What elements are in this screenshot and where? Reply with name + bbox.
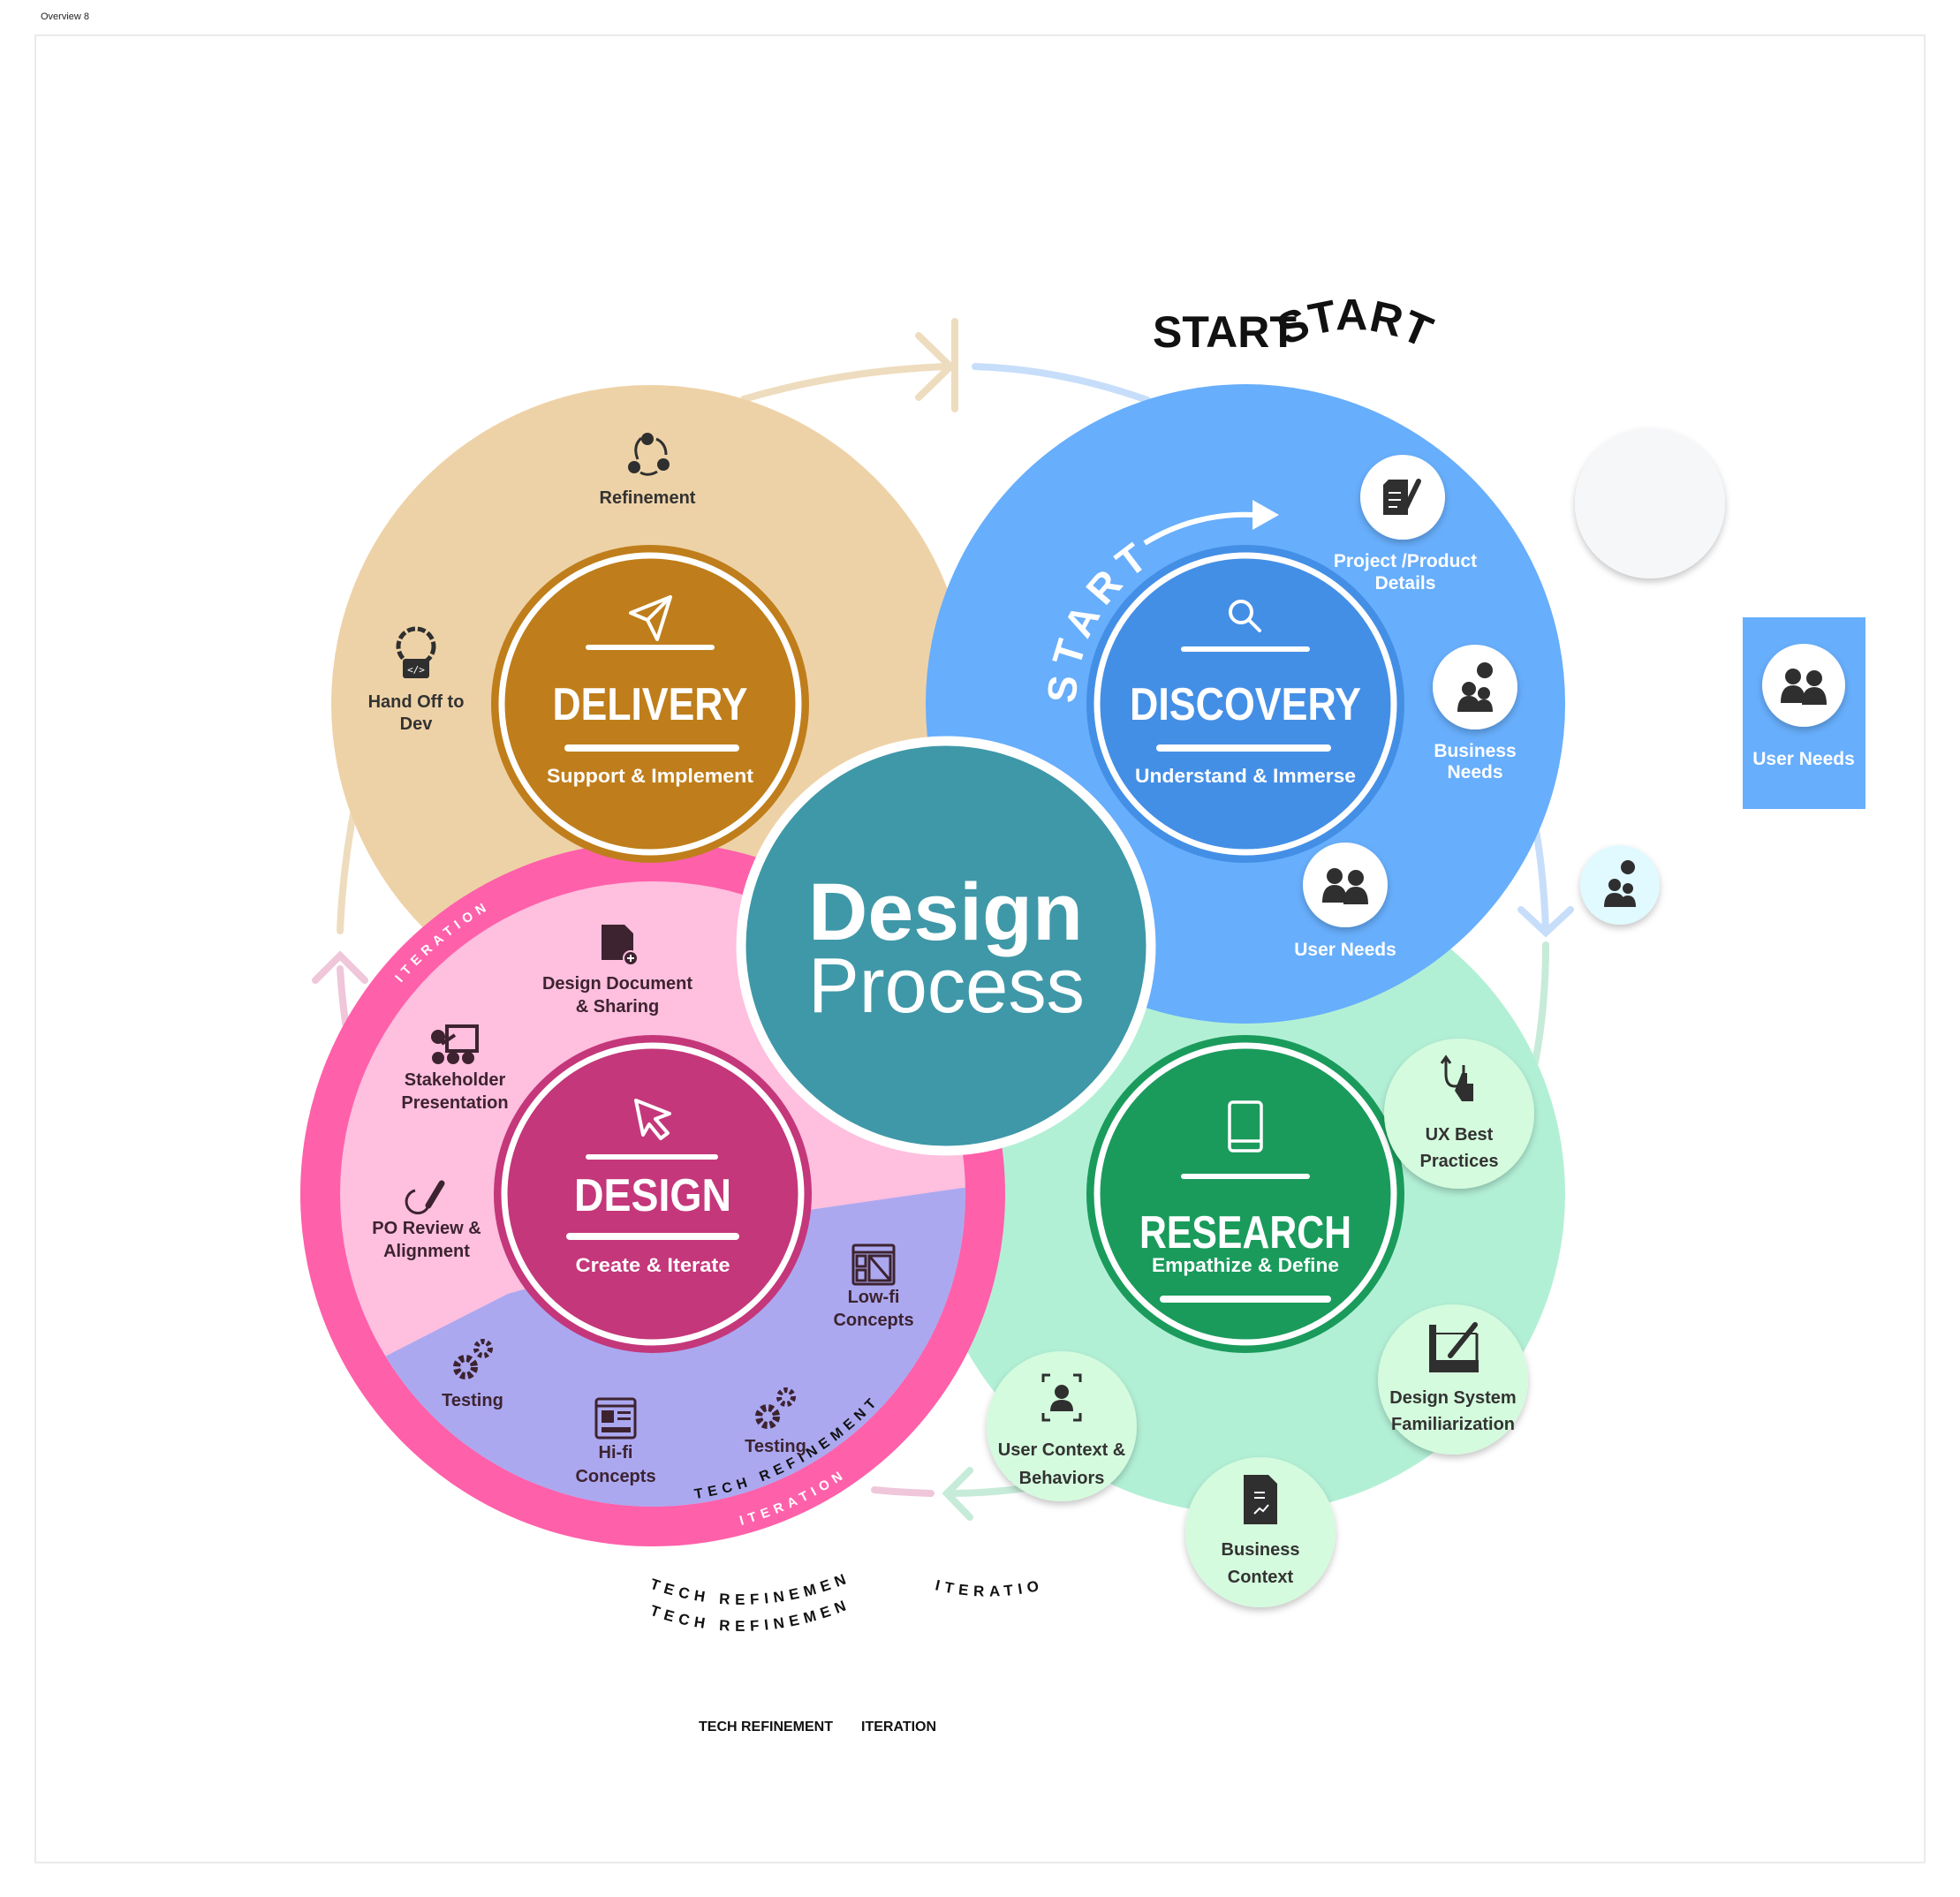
- design-title: DESIGN: [574, 1170, 731, 1221]
- discovery-item-user-needs[interactable]: User Needs: [1294, 843, 1396, 960]
- item-label: Testing: [442, 1391, 503, 1410]
- item-label-line1: Hi-fi: [599, 1443, 633, 1462]
- item-label-line2: Dev: [400, 714, 434, 734]
- item-label-line2: Concepts: [833, 1311, 913, 1330]
- discovery-subtitle: Understand & Immerse: [1135, 765, 1356, 787]
- design-item-hifi[interactable]: Hi-fi Concepts: [575, 1397, 656, 1486]
- research-title: RESEARCH: [1139, 1207, 1351, 1258]
- item-label-line2: Presentation: [401, 1093, 508, 1113]
- item-label-line2: Practices: [1420, 1152, 1499, 1171]
- svg-text:</>: </>: [407, 664, 425, 676]
- research-inner[interactable]: RESEARCH Empathize & Define Empathize & …: [1086, 1035, 1404, 1353]
- design-subtitle: Create & Iterate: [576, 1254, 730, 1276]
- item-label-line2: Familiarization: [1391, 1415, 1515, 1434]
- item-label-line1: Design System: [1389, 1388, 1516, 1408]
- center-title-line1: Design: [808, 867, 1083, 957]
- item-label-line2: Details: [1375, 573, 1436, 593]
- delivery-item-handoff[interactable]: </> Hand Off to Dev: [368, 626, 465, 734]
- floating-people-idea[interactable]: [1580, 845, 1660, 925]
- item-label-line1: Business: [1222, 1540, 1300, 1560]
- design-item-testing-1[interactable]: Testing: [442, 1339, 503, 1410]
- start-arrow-arc: [1143, 511, 1255, 546]
- wireframe-icon: [851, 1243, 896, 1286]
- code-handoff-icon: </>: [396, 626, 436, 678]
- design-item-lofi[interactable]: Low-fi Concepts: [833, 1243, 914, 1330]
- discovery-title: DISCOVERY: [1130, 679, 1361, 730]
- book-icon: [1228, 1100, 1263, 1153]
- research-item-user-context[interactable]: User Context & Behaviors: [987, 1351, 1137, 1501]
- item-label-line2: Concepts: [575, 1467, 655, 1486]
- item-label: Refinement: [600, 488, 696, 508]
- frame-title: Overview 8: [41, 11, 89, 22]
- gears-icon: [453, 1339, 493, 1379]
- pen-review-icon: [405, 1180, 445, 1215]
- refinement-cycle-icon: [628, 433, 670, 476]
- design-item-document-sharing[interactable]: Design Document & Sharing: [542, 925, 692, 1017]
- design-item-stakeholder[interactable]: Stakeholder Presentation: [401, 1024, 509, 1113]
- center-title-line2: Process: [808, 941, 1085, 1029]
- delivery-item-refinement[interactable]: Refinement: [600, 433, 696, 508]
- flow-arrows: [312, 318, 1574, 1521]
- users-icon: [1781, 669, 1827, 705]
- design-item-po-review[interactable]: PO Review & Alignment: [372, 1180, 481, 1261]
- people-idea-icon: [1604, 860, 1636, 907]
- item-label-line2: Needs: [1447, 762, 1502, 782]
- item-label-line1: Low-fi: [848, 1288, 900, 1307]
- item-label-line1: UX Best: [1426, 1125, 1494, 1145]
- cursor-icon: [634, 1099, 671, 1140]
- report-chart-icon: [1244, 1475, 1277, 1524]
- loose-tech-plain: TECH REFINEMENT: [699, 1719, 833, 1735]
- research-item-business-context[interactable]: Business Context: [1185, 1457, 1336, 1607]
- discovery-item-project-details[interactable]: Project /Product Details: [1334, 455, 1477, 593]
- delivery-inner[interactable]: DELIVERY Support & Implement: [491, 545, 809, 863]
- research-item-design-system[interactable]: Design System Familiarization: [1378, 1304, 1528, 1455]
- arrow-discovery-to-research: [1532, 821, 1549, 934]
- item-label-line2: & Sharing: [576, 997, 659, 1017]
- start-arrow-head: [1252, 500, 1279, 530]
- item-label-line1: Project /Product: [1334, 551, 1477, 571]
- arrow-delivery-to-discovery: [740, 363, 949, 403]
- item-label-line1: PO Review &: [372, 1219, 481, 1238]
- discovery-item-business-needs[interactable]: Business Needs: [1433, 645, 1517, 782]
- delivery-title: DELIVERY: [553, 679, 748, 730]
- discovery-inner[interactable]: DISCOVERY Understand & Immerse: [1086, 545, 1404, 863]
- people-idea-icon: [1457, 662, 1493, 712]
- design-inner[interactable]: DESIGN Create & Iterate: [494, 1035, 812, 1353]
- design-process-center: Design Process: [736, 736, 1156, 1156]
- research-subtitle-text: Empathize & Define: [1152, 1254, 1339, 1276]
- start-label-a: START: [1153, 307, 1297, 357]
- paper-plane-icon: [629, 595, 672, 641]
- user-focus-icon: [1041, 1373, 1082, 1422]
- item-label-line2: Alignment: [383, 1242, 470, 1261]
- research-item-ux-best-practices[interactable]: UX Best Practices: [1384, 1039, 1534, 1189]
- item-label-line1: Design Document: [542, 974, 692, 994]
- search-icon: [1229, 600, 1261, 632]
- loose-iteration-plain: ITERATION: [861, 1719, 936, 1735]
- item-label-line1: Hand Off to: [368, 692, 465, 712]
- side-card-label: User Needs: [1752, 749, 1855, 769]
- empty-placeholder-circle[interactable]: [1575, 428, 1725, 578]
- file-add-icon: [602, 925, 639, 966]
- gears-icon: [755, 1387, 796, 1429]
- document-edit-icon: [1383, 479, 1421, 515]
- blueprint-pen-icon: [1429, 1322, 1479, 1372]
- item-label: User Needs: [1294, 940, 1396, 960]
- touch-gesture-icon: [1440, 1054, 1473, 1101]
- item-label-line1: User Context &: [998, 1440, 1125, 1460]
- users-icon: [1322, 868, 1368, 904]
- arrow-discovery-start: [972, 363, 1151, 404]
- delivery-subtitle: Support & Implement: [547, 765, 754, 787]
- presentation-icon: [431, 1024, 479, 1064]
- item-label-line1: Business: [1434, 741, 1516, 761]
- item-label-line2: Context: [1228, 1568, 1294, 1587]
- item-label-line2: Behaviors: [1019, 1469, 1105, 1488]
- item-label-line1: Stakeholder: [405, 1070, 506, 1090]
- design-item-testing-2[interactable]: Testing: [745, 1387, 806, 1456]
- side-card-user-needs[interactable]: User Needs: [1743, 617, 1865, 809]
- hifi-layout-icon: [594, 1397, 637, 1440]
- item-label: Testing: [745, 1437, 806, 1456]
